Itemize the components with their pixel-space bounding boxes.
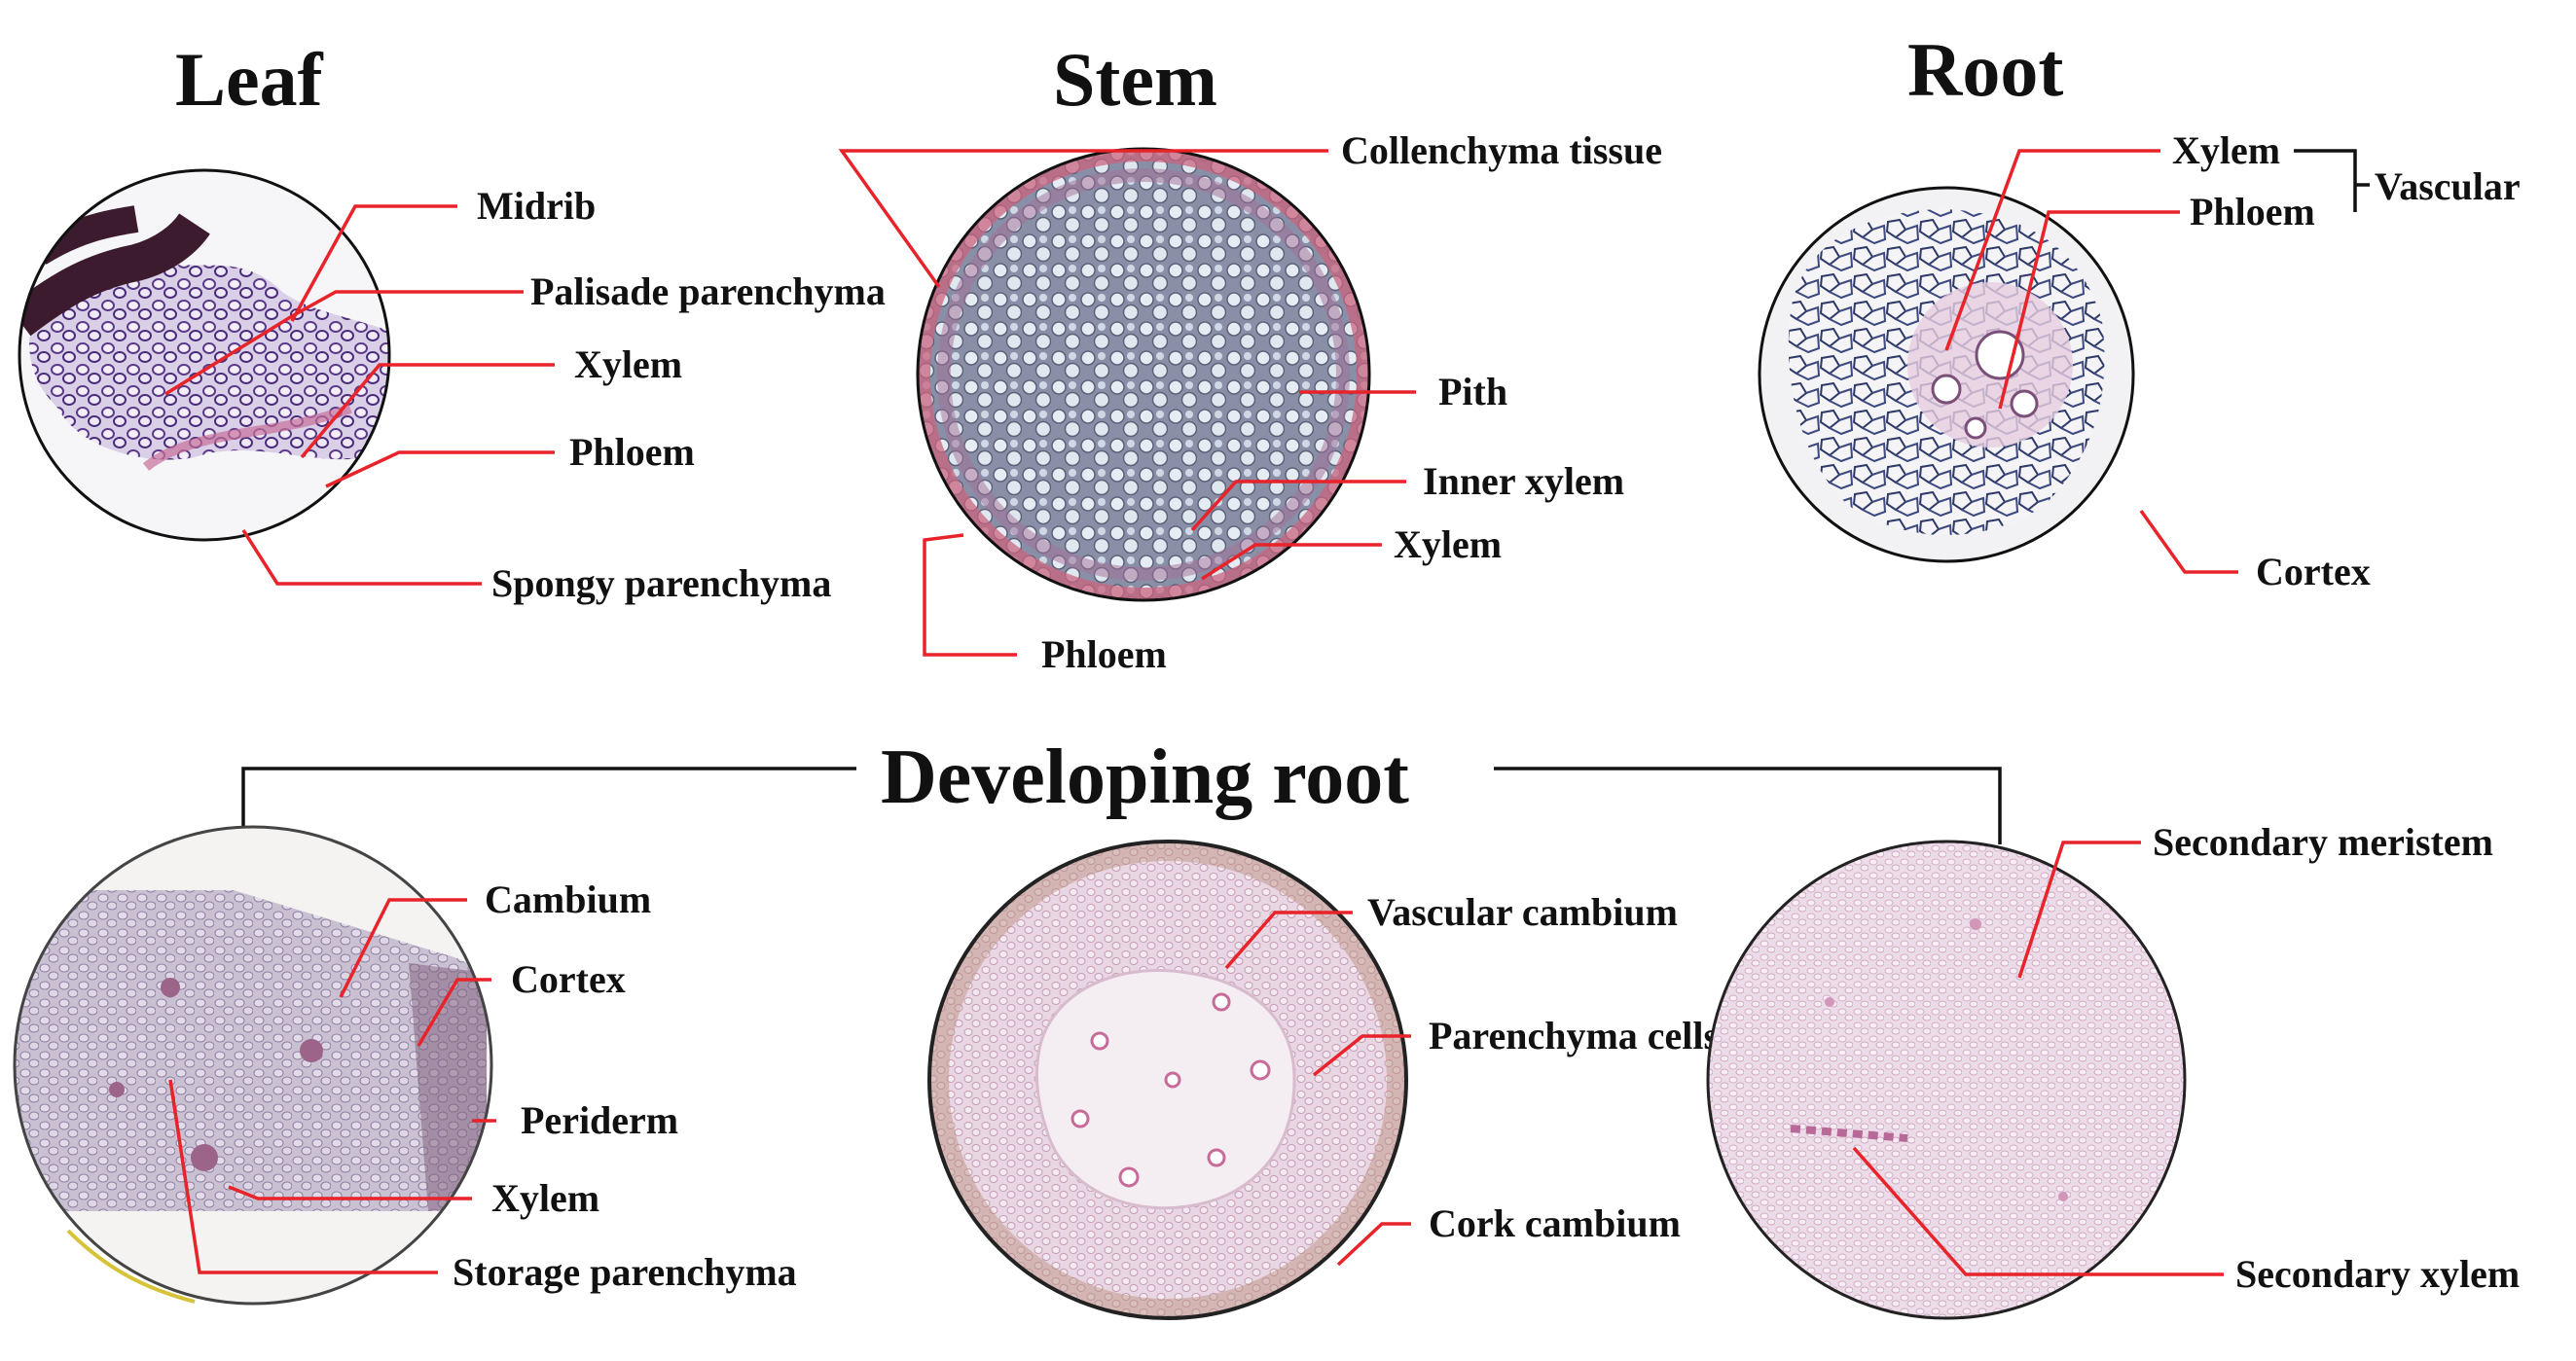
label-dev1-cortex: Cortex — [511, 957, 626, 1001]
developing-root-3-micrograph — [1706, 840, 2187, 1320]
label-root-xylem: Xylem — [2172, 128, 2280, 172]
title-stem: Stem — [1053, 37, 1217, 122]
label-dev1-storage: Storage parenchyma — [453, 1250, 797, 1294]
leader-dev1-cambium — [339, 898, 467, 998]
developing-root-1-micrograph — [13, 825, 493, 1306]
developing-root-2-micrograph — [927, 840, 1408, 1320]
label-leaf-phloem: Phloem — [569, 430, 695, 474]
root-micrograph — [1758, 186, 2135, 563]
label-leaf-palisade: Palisade parenchyma — [530, 269, 886, 313]
label-stem-xylem: Xylem — [1394, 522, 1502, 566]
label-stem-pith: Pith — [1438, 370, 1507, 413]
label-dev1-xylem: Xylem — [491, 1176, 599, 1220]
leader-leaf-phloem — [325, 450, 555, 488]
label-stem-collenchyma: Collenchyma tissue — [1341, 128, 1662, 172]
leader-dev2-vascular-cambium — [1224, 911, 1353, 970]
title-root: Root — [1907, 27, 2063, 112]
leader-root-cortex — [2139, 509, 2238, 574]
leader-dev2-cork-cambium — [1336, 1222, 1411, 1267]
leaf-micrograph — [18, 168, 391, 542]
leader-root-phloem — [1998, 210, 2180, 410]
label-dev2-cork-cambium: Cork cambium — [1429, 1201, 1681, 1245]
dev-root-bracket-left — [241, 767, 856, 844]
stem-micrograph — [916, 147, 1371, 602]
title-leaf: Leaf — [175, 37, 324, 122]
label-leaf-xylem: Xylem — [574, 342, 682, 386]
label-dev2-vascular-cambium: Vascular cambium — [1367, 890, 1678, 934]
leader-stem-inner-xylem — [1190, 480, 1406, 532]
label-root-phloem: Phloem — [2190, 190, 2315, 233]
label-dev3-secondary-meristem: Secondary meristem — [2153, 820, 2493, 864]
leader-root-xylem — [1944, 149, 2160, 351]
label-stem-inner-xylem: Inner xylem — [1423, 459, 1624, 503]
leader-leaf-palisade — [164, 290, 524, 396]
label-root-vascular: Vascular — [2375, 164, 2521, 208]
leader-stem-xylem — [1201, 543, 1382, 581]
leader-dev1-xylem — [228, 1185, 472, 1200]
label-dev1-periderm: Periderm — [521, 1098, 678, 1142]
leader-dev3-secondary-xylem — [1852, 1146, 2224, 1276]
label-dev3-secondary-xylem: Secondary xylem — [2235, 1252, 2520, 1296]
vascular-bracket — [2294, 149, 2370, 212]
label-dev1-cambium: Cambium — [485, 877, 651, 921]
leader-leaf-midrib — [290, 204, 457, 322]
label-stem-phloem: Phloem — [1041, 632, 1167, 676]
label-leaf-spongy: Spongy parenchyma — [491, 561, 831, 605]
leader-dev3-secondary-meristem — [2017, 841, 2141, 979]
label-dev2-parenchyma: Parenchyma cells — [1429, 1014, 1719, 1057]
leader-stem-collenchyma — [838, 149, 1328, 289]
leader-leaf-xylem — [300, 363, 555, 459]
label-leaf-midrib: Midrib — [477, 184, 596, 228]
label-root-cortex: Cortex — [2256, 550, 2371, 593]
leader-dev1-cortex — [417, 978, 491, 1047]
leader-dev2-parenchyma — [1312, 1034, 1411, 1077]
dev-root-bracket-right — [1494, 767, 2002, 844]
title-developing-root: Developing root — [881, 734, 1409, 820]
leader-leaf-spongy — [241, 529, 482, 586]
leader-stem-phloem — [923, 533, 1017, 657]
leader-dev1-storage — [168, 1079, 438, 1274]
